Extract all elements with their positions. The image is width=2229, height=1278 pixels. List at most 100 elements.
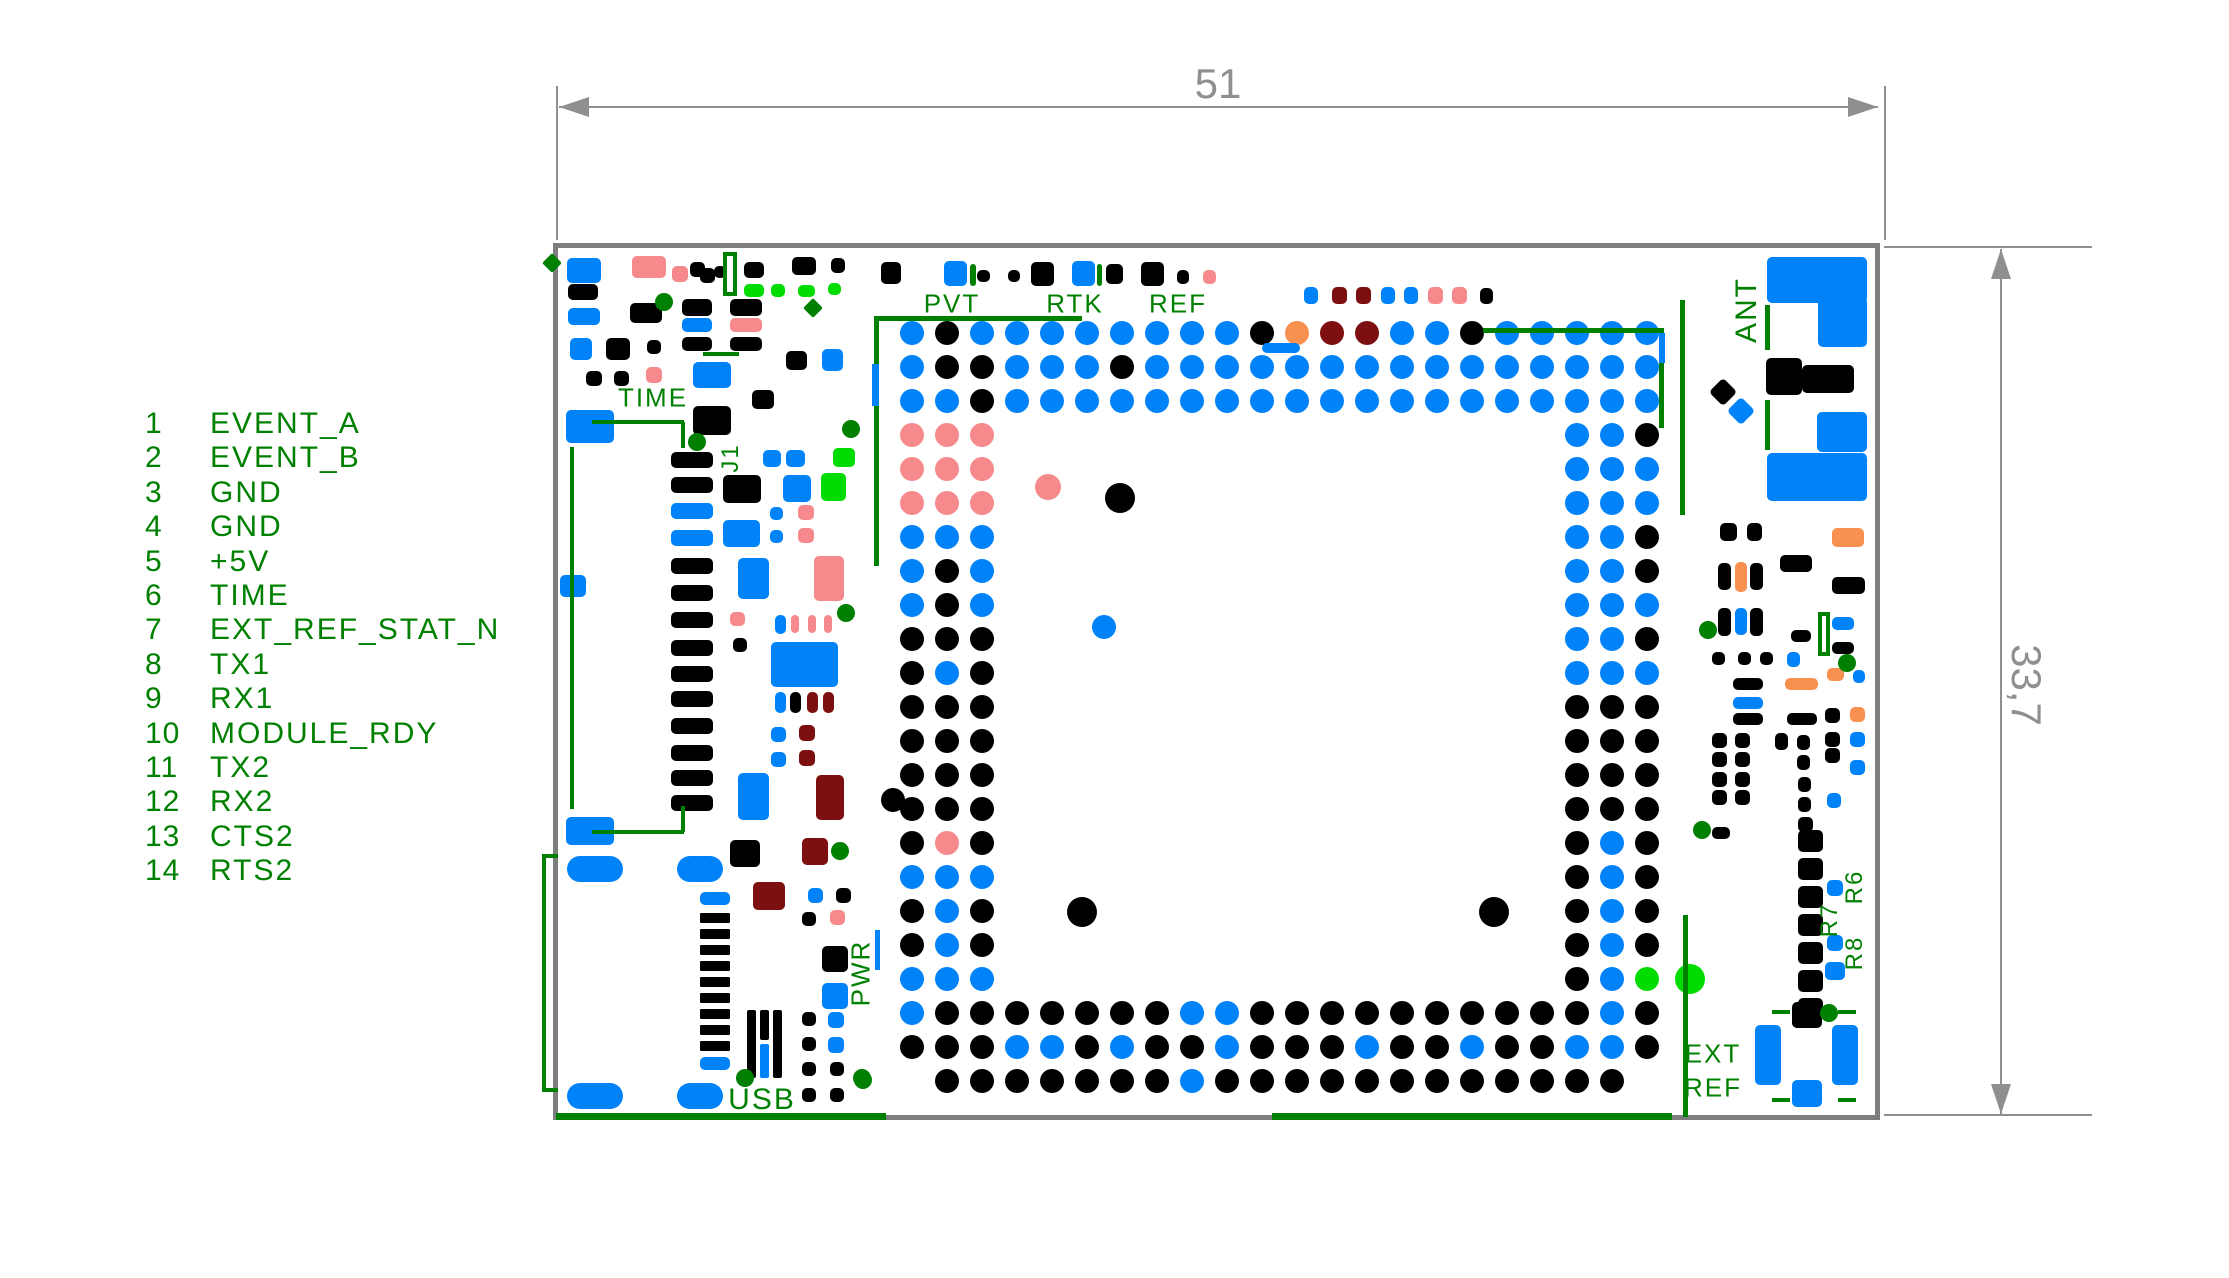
smd-pad (690, 262, 705, 277)
smd-pad (1747, 523, 1762, 541)
smd-pad (723, 475, 761, 503)
hole-pad (1635, 593, 1659, 617)
hole-pad (1285, 355, 1309, 379)
dimension-line-height (2000, 249, 2002, 1114)
hole-pad (1285, 1035, 1309, 1059)
hole-pad (1565, 525, 1589, 549)
pin-name: RTS2 (210, 854, 295, 888)
smd-pad (822, 349, 843, 371)
smd-pad (1850, 760, 1865, 775)
hole-pad (900, 763, 924, 787)
smd-pad (1141, 262, 1164, 286)
smd-pad (730, 337, 762, 351)
silkscreen-line (1659, 328, 1664, 428)
smd-pad (1825, 748, 1840, 763)
hole-pad (935, 1001, 959, 1025)
smd-pad (693, 362, 731, 388)
silkscreen-outline-rect (723, 252, 737, 296)
hole-pad (1005, 1035, 1029, 1059)
hole-pad (1215, 1001, 1239, 1025)
dimension-extension-line (556, 86, 558, 240)
smd-pad (1798, 970, 1823, 992)
smd-pad (1097, 264, 1102, 286)
hole-pad (1635, 321, 1659, 345)
hole-pad (1565, 423, 1589, 447)
hole-pad (1145, 1035, 1169, 1059)
smd-pad (700, 977, 730, 987)
hole-pad (1215, 355, 1239, 379)
hole-pad (1565, 355, 1589, 379)
smd-pad (773, 1010, 782, 1078)
dimension-line-width (559, 106, 1878, 108)
smd-pad (798, 285, 815, 297)
hole-pad (1635, 389, 1659, 413)
hole-pad (900, 491, 924, 515)
hole-pad (970, 321, 994, 345)
smd-pad (821, 473, 846, 501)
silkscreen-line (1272, 1113, 1672, 1120)
smd-pad (1712, 752, 1727, 767)
hole-pad (1600, 627, 1624, 651)
smd-pad (614, 371, 629, 386)
hole-pad (1635, 627, 1659, 651)
hole-pad (935, 661, 959, 685)
hole-pad (1180, 355, 1204, 379)
pin-name: GND (210, 475, 283, 509)
hole-pad (1320, 1001, 1344, 1025)
hole-pad (900, 457, 924, 481)
smd-pad (1738, 652, 1751, 665)
hole-pad (1600, 695, 1624, 719)
silkscreen-line (592, 830, 684, 834)
hole-pad (1355, 389, 1379, 413)
smd-pad (770, 530, 783, 543)
smd-pad (1735, 608, 1747, 635)
pin-number: 8 (145, 647, 163, 681)
smd-pad (799, 750, 815, 766)
hole-pad (1215, 389, 1239, 413)
smd-pad (682, 299, 712, 316)
hole-pad (1250, 1035, 1274, 1059)
smd-pad (798, 505, 814, 520)
hole-pad (1005, 389, 1029, 413)
silkscreen-line (1838, 1010, 1856, 1014)
smd-pad (831, 258, 845, 273)
smd-pad (1792, 1080, 1822, 1107)
hole-pad (1040, 1001, 1064, 1025)
pin-name: +5V (210, 544, 271, 578)
hole-pad (1600, 1001, 1624, 1025)
smd-pad (1203, 270, 1216, 284)
pin-number: 6 (145, 579, 163, 612)
silkscreen-label-ref: REF (1684, 1072, 1742, 1103)
smd-pad (671, 795, 713, 811)
hole-pad (1530, 321, 1554, 345)
board-outline (553, 243, 1880, 1120)
hole-pad (1425, 1069, 1449, 1093)
smd-pad (807, 692, 818, 713)
hole-pad (1215, 321, 1239, 345)
hole-pad (1530, 1001, 1554, 1025)
smd-pad (700, 993, 730, 1003)
hole-pad (900, 627, 924, 651)
hole-pad (970, 797, 994, 821)
hole-pad (1600, 1035, 1624, 1059)
hole-pad (1355, 1035, 1379, 1059)
smd-pad (786, 450, 805, 467)
smd-pad (1106, 264, 1123, 284)
pin-number: 7 (145, 613, 163, 647)
pin-name: TX1 (210, 647, 272, 681)
hole-pad (1355, 1001, 1379, 1025)
smd-pad (1733, 713, 1763, 725)
hole-pad (900, 831, 924, 855)
hole-pad (1530, 355, 1554, 379)
smd-pad (791, 615, 799, 633)
smd-pad (763, 450, 781, 467)
smd-pad (700, 1009, 730, 1019)
silkscreen-line (1683, 915, 1688, 1117)
silkscreen-line (592, 420, 684, 424)
hole-pad (935, 525, 959, 549)
smd-pad (606, 338, 630, 360)
pin-number: 3 (145, 475, 163, 509)
hole-pad (1390, 1001, 1414, 1025)
hole-pad (1635, 865, 1659, 889)
pin-name: TX2 (210, 751, 272, 784)
